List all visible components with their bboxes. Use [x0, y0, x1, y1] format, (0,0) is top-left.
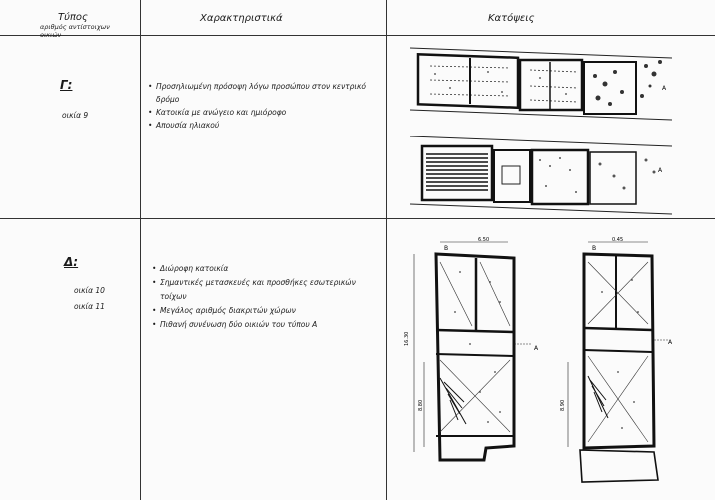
feature-item: Σημαντικές μετασκευές και προσθήκες εσωτ… [152, 276, 382, 304]
type-label: Γ: [60, 78, 73, 92]
dimension-label: 16.30 [404, 332, 410, 346]
features-list: Διώροφη κατοικία Σημαντικές μετασκευές κ… [152, 262, 382, 332]
section-marker-b: B [592, 245, 596, 252]
header-type-subtitle: αριθμός αντίστοιχων οικιών [40, 23, 110, 39]
house-number: οικία 11 [74, 302, 105, 311]
dimension-label: 8.90 [560, 400, 566, 411]
column-divider [140, 0, 141, 500]
dimension-label: 0.45 [612, 237, 623, 243]
feature-item: Κατοικία με ανώγειο και ημιόροφο [148, 106, 373, 119]
plan-drawing-house-11: 0.45 8.90 B A [560, 237, 673, 483]
section-marker-a: A [534, 345, 539, 352]
plan-drawing-lower: A [410, 136, 672, 215]
feature-item: Διώροφη κατοικία [152, 262, 382, 276]
header-plans-title: Κατόψεις [488, 13, 535, 24]
features-list: Προσηλιωμένη πρόσοψη λόγω προσώπου στον … [148, 80, 373, 132]
header-rule [0, 35, 715, 36]
house-number: οικία 9 [62, 111, 89, 120]
section-marker-a: A [662, 85, 667, 92]
section-marker-a: A [668, 339, 673, 346]
column-divider [386, 0, 387, 500]
feature-item: Απουσία ηλιακού [148, 119, 373, 132]
section-marker-a: A [658, 167, 663, 174]
dimension-label: 8.80 [418, 400, 424, 411]
row-divider [0, 218, 715, 219]
feature-item: Πιθανή συνένωση δύο οικιών του τύπου Α [152, 318, 382, 332]
plan-drawing-house-10: 6.50 16.30 8.80 B A [404, 237, 539, 462]
feature-item: Μεγάλος αριθμός διακριτών χώρων [152, 304, 382, 318]
plan-drawing-upper: A [410, 47, 672, 121]
house-number: οικία 10 [74, 286, 105, 295]
header-features-title: Χαρακτηριστικά [200, 13, 283, 24]
feature-item: Προσηλιωμένη πρόσοψη λόγω προσώπου στον … [148, 80, 373, 106]
dimension-label: 6.50 [478, 237, 489, 243]
type-label: Δ: [64, 255, 79, 269]
header-type-title: Τύπος [58, 12, 88, 23]
section-marker-b: B [444, 245, 448, 252]
